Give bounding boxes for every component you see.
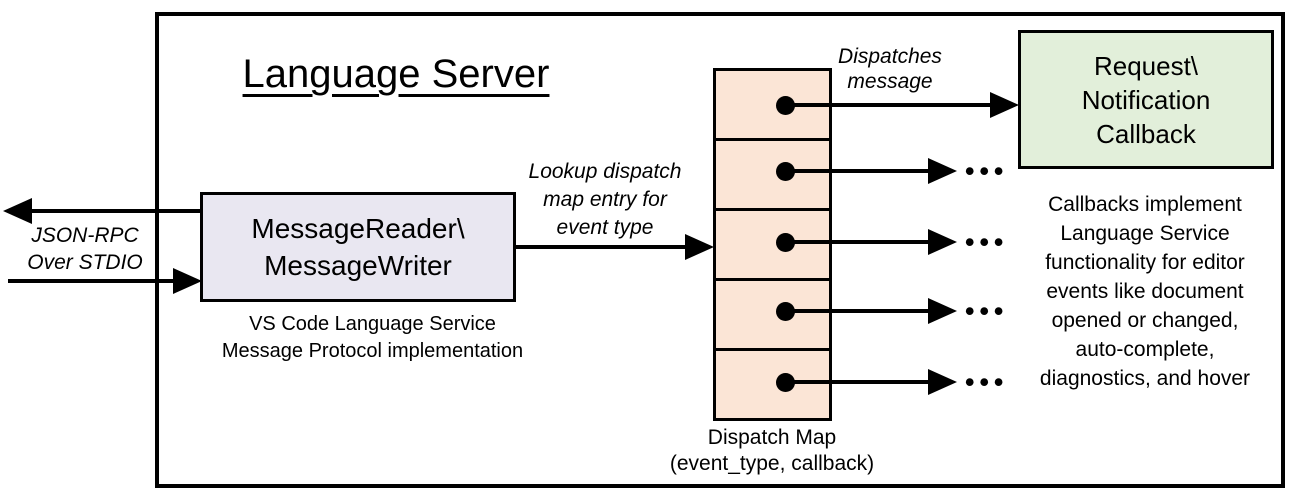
lookup-arrowhead-icon <box>685 234 714 260</box>
dispatch-map-cell-2 <box>713 138 832 211</box>
callback-box-line3: Callback <box>1096 118 1196 149</box>
callback-box-line2: Notification <box>1081 84 1211 115</box>
ellipsis-4: ••• <box>965 296 1009 326</box>
dispatch-arrow-line-2 <box>785 169 930 173</box>
dispatch-map-caption: Dispatch Map (event_type, callback) <box>652 425 892 477</box>
stdio-label: JSON-RPC Over STDIO <box>5 222 165 276</box>
callback-caption-line1: Callbacks implement <box>1048 193 1242 216</box>
callback-caption: Callbacks implement Language Service fun… <box>1005 190 1285 393</box>
language-server-boundary-box <box>155 12 1285 488</box>
dispatch-arrow-line-3 <box>785 240 930 244</box>
lookup-arrow-line <box>515 245 687 249</box>
stdio-out-arrow-line <box>28 209 200 213</box>
reader-caption-line1: VS Code Language Service <box>249 313 496 335</box>
ellipsis-2: ••• <box>965 156 1009 186</box>
dispatches-label-line1: Dispatches <box>838 45 942 68</box>
dispatches-label: Dispatches message <box>830 44 950 94</box>
dispatch-arrowhead-icon-4 <box>928 298 957 324</box>
message-reader-writer-box: MessageReader\ MessageWriter <box>200 192 516 302</box>
ellipsis-3: ••• <box>965 227 1009 257</box>
stdio-in-arrow-line <box>8 279 174 283</box>
callback-caption-line7: diagnostics, and hover <box>1039 367 1251 390</box>
lookup-label-line1: Lookup dispatch <box>528 160 682 183</box>
stdio-label-line2: Over STDIO <box>27 251 143 274</box>
dispatch-map-cell-5 <box>713 348 832 421</box>
dispatch-map-caption-line1: Dispatch Map <box>707 426 837 449</box>
dispatch-arrowhead-icon-1 <box>990 92 1019 118</box>
lookup-label: Lookup dispatch map entry for event type <box>515 158 695 242</box>
dispatch-map-caption-line2: (event_type, callback) <box>669 452 875 475</box>
callback-caption-line4: events like document <box>1046 280 1244 303</box>
dispatch-arrowhead-icon-3 <box>928 229 957 255</box>
callback-caption-line5: opened or changed, <box>1051 309 1239 332</box>
ellipsis-5: ••• <box>965 367 1009 397</box>
stdio-out-arrowhead-icon <box>3 198 32 224</box>
reader-box-line1: MessageReader\ <box>251 213 465 244</box>
stdio-label-line1: JSON-RPC <box>31 224 139 247</box>
callback-caption-line2: Language Service <box>1060 222 1230 245</box>
dispatch-arrowhead-icon-5 <box>928 369 957 395</box>
lookup-label-line3: event type <box>556 216 654 239</box>
callback-caption-line3: functionality for editor <box>1045 251 1245 274</box>
reader-box-caption: VS Code Language Service Message Protoco… <box>200 311 545 365</box>
lookup-label-line2: map entry for <box>543 188 667 211</box>
dispatch-arrow-line-1 <box>785 103 992 107</box>
stdio-in-arrowhead-icon <box>173 268 202 294</box>
dispatch-arrow-line-4 <box>785 309 930 313</box>
callback-box: Request\ Notification Callback <box>1018 30 1274 169</box>
dispatch-map-cell-4 <box>713 278 832 351</box>
dispatch-arrowhead-icon-2 <box>928 158 957 184</box>
dispatch-map-cell-3 <box>713 208 832 281</box>
dispatches-label-line2: message <box>847 70 933 93</box>
reader-box-line2: MessageWriter <box>264 250 452 281</box>
dispatch-arrow-line-5 <box>785 380 930 384</box>
diagram-title: Language Server <box>242 52 550 96</box>
reader-caption-line2: Message Protocol implementation <box>221 340 524 362</box>
callback-box-line1: Request\ <box>1093 50 1199 81</box>
callback-caption-line6: auto-complete, <box>1075 338 1215 361</box>
